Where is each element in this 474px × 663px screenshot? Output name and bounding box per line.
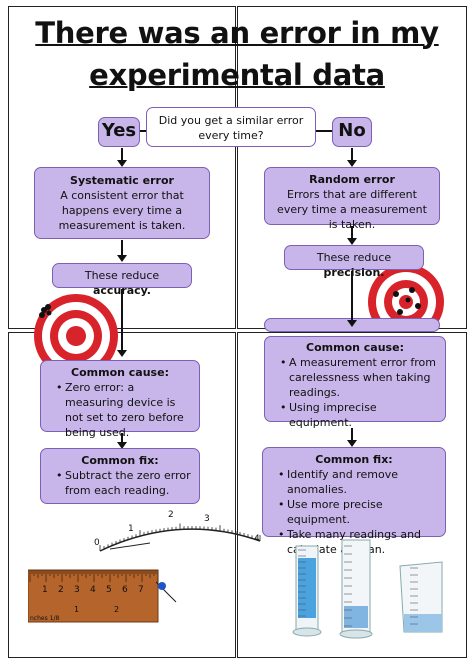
ruler-sub-1: 1 — [74, 605, 79, 614]
yes-label: Yes — [101, 120, 137, 141]
ruler-num-6: 6 — [122, 585, 128, 595]
systematic-cause-box: Common cause: Zero error: a measuring de… — [40, 360, 200, 439]
arrow-accuracy-down — [117, 289, 127, 357]
yes-box: Yes — [98, 117, 140, 147]
meter-label-2: 2 — [168, 510, 174, 520]
connector-yes — [140, 130, 147, 132]
arrow-no-down — [347, 148, 357, 167]
ruler-sub-2: 2 — [114, 605, 119, 614]
random-cause-list: A measurement error from carelessness wh… — [271, 355, 439, 430]
page-title-line-1: There was an error in my — [35, 16, 439, 50]
meter-label-3: 3 — [204, 514, 210, 524]
no-box: No — [332, 117, 372, 147]
arrow-random-down — [347, 226, 357, 245]
systematic-cause-list: Zero error: a measuring device is not se… — [47, 380, 193, 440]
random-fix-item-1: Identify and remove anomalies. — [278, 467, 439, 497]
arrow-systematic-down — [117, 240, 127, 262]
ruler-num-1: 1 — [42, 585, 48, 595]
systematic-error-box: Systematic error A consistent error that… — [34, 167, 210, 239]
meter-scale-illustration: 0 1 2 3 4 — [94, 510, 261, 552]
question-box: Did you get a similar error every time? — [146, 107, 316, 147]
connector-no — [316, 130, 332, 132]
meter-label-1: 1 — [128, 524, 134, 534]
target-random-illustration — [368, 268, 444, 324]
ruler-num-7: 7 — [138, 585, 144, 595]
systematic-fix-heading: Common fix: — [81, 454, 159, 467]
systematic-cause-item: Zero error: a measuring device is not se… — [56, 380, 193, 440]
random-cause-box: Common cause: A measurement error from c… — [264, 336, 446, 429]
no-label: No — [338, 120, 366, 141]
arrow-cause-fix-right — [347, 428, 357, 447]
reduce-accuracy-box: These reduce accuracy. — [52, 263, 192, 297]
ruler-num-5: 5 — [106, 585, 112, 595]
ruler-num-4: 4 — [90, 585, 96, 595]
systematic-fix-box: Common fix: Subtract the zero error from… — [40, 448, 200, 504]
systematic-fix-list: Subtract the zero error from each readin… — [47, 468, 193, 498]
random-cause-heading: Common cause: — [306, 341, 404, 354]
random-error-box: Random error Errors that are different e… — [264, 167, 440, 231]
measuring-cylinders-illustration — [292, 539, 443, 639]
reduce-precision-prefix: These reduce — [316, 251, 392, 264]
reduce-precision-bold: precision. — [323, 266, 385, 279]
random-fix-heading: Common fix: — [315, 453, 393, 466]
ruler-num-2: 2 — [58, 585, 64, 595]
systematic-description: A consistent error that happens every ti… — [58, 189, 186, 232]
random-fix-box: Common fix: Identify and remove anomalie… — [262, 447, 446, 556]
random-cause-item-2: Using imprecise equipment. — [280, 400, 439, 430]
systematic-cause-heading: Common cause: — [71, 366, 169, 379]
random-heading: Random error — [309, 173, 395, 186]
arrow-precision-down — [347, 271, 357, 327]
meter-label-0: 0 — [94, 538, 100, 548]
ruler-num-3: 3 — [74, 585, 80, 595]
arrow-yes-down — [117, 148, 127, 167]
ruler-unit-label: nches 1/8 — [30, 615, 59, 622]
target-systematic-illustration — [34, 294, 118, 370]
reduce-precision-box: These reduce precision. — [284, 245, 424, 279]
meter-label-4: 4 — [254, 534, 260, 544]
random-description: Errors that are different every time a m… — [277, 188, 427, 231]
ruler-illustration: 1 2 3 4 5 6 7 1 2 nches 1/8 — [28, 569, 177, 623]
systematic-fix-item: Subtract the zero error from each readin… — [56, 468, 193, 498]
page-title-line-2: experimental data — [89, 58, 385, 92]
reduce-accuracy-prefix: These reduce — [84, 269, 160, 282]
question-text: Did you get a similar error every time? — [158, 114, 304, 142]
systematic-heading: Systematic error — [70, 174, 174, 187]
random-fix-item-2: Use more precise equipment. — [278, 497, 439, 527]
random-cause-item-1: A measurement error from carelessness wh… — [280, 355, 439, 400]
